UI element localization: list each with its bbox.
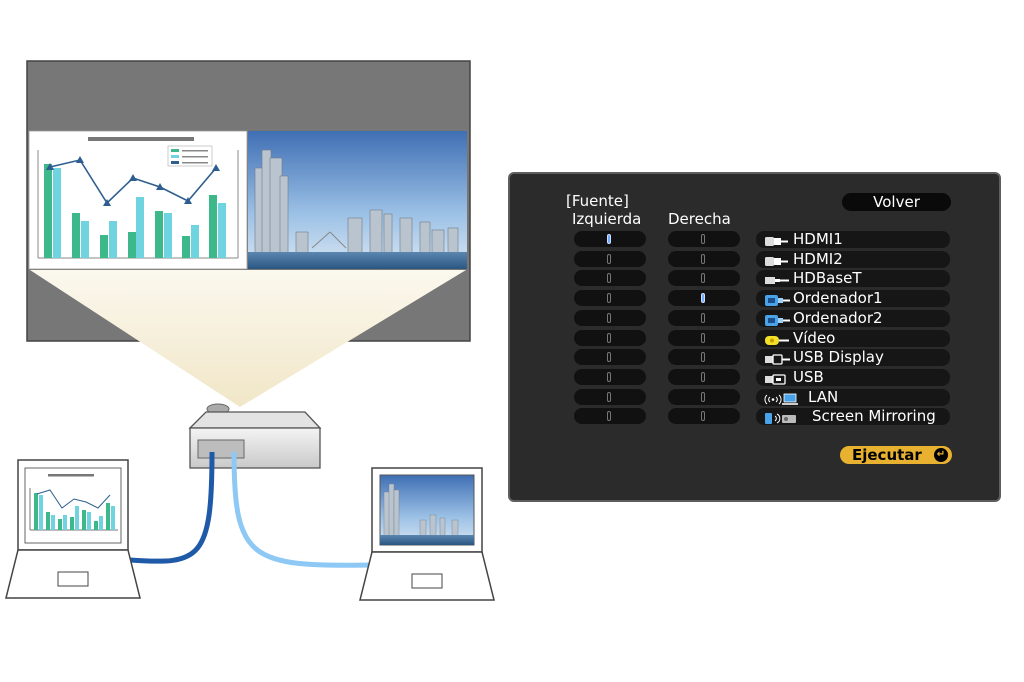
- slot-indicator: [701, 273, 705, 283]
- slot-indicator: [607, 352, 611, 362]
- computer-vga-icon: [764, 312, 804, 326]
- slot-indicator: [607, 313, 611, 323]
- projection-screen: [26, 60, 471, 407]
- source-label: USB Display: [793, 348, 884, 366]
- usb-icon: [764, 371, 804, 385]
- source-item[interactable]: USB: [756, 369, 950, 386]
- source-label: Vídeo: [793, 329, 836, 347]
- source-item[interactable]: USB Display: [756, 349, 950, 366]
- right-slot-8[interactable]: [668, 389, 740, 405]
- right-slot-9[interactable]: [668, 408, 740, 424]
- left-slot-7[interactable]: [574, 369, 646, 385]
- menu-title: [Fuente]: [566, 192, 629, 210]
- right-cable: [231, 451, 371, 568]
- left-column-header: Izquierda: [572, 210, 642, 228]
- source-item[interactable]: HDBaseT: [756, 270, 950, 287]
- right-slot-1[interactable]: [668, 251, 740, 267]
- source-label: Ordenador2: [793, 309, 883, 327]
- slot-indicator: [701, 392, 705, 402]
- right-slot-6[interactable]: [668, 349, 740, 365]
- back-button[interactable]: Volver: [842, 193, 951, 211]
- left-slot-1[interactable]: [574, 251, 646, 267]
- slot-indicator: [607, 234, 611, 244]
- right-slot-7[interactable]: [668, 369, 740, 385]
- left-slot-8[interactable]: [574, 389, 646, 405]
- source-label: LAN: [808, 388, 839, 406]
- source-label: HDMI2: [793, 250, 843, 268]
- slot-indicator: [607, 392, 611, 402]
- slot-indicator: [701, 352, 705, 362]
- slot-indicator: [607, 333, 611, 343]
- left-slot-5[interactable]: [574, 330, 646, 346]
- left-slot-0[interactable]: [574, 231, 646, 247]
- right-slot-4[interactable]: [668, 310, 740, 326]
- source-label: USB: [793, 368, 824, 386]
- left-laptop: [5, 459, 141, 599]
- slot-indicator: [701, 234, 705, 244]
- slot-indicator: [701, 333, 705, 343]
- source-item[interactable]: Ordenador1: [756, 290, 950, 307]
- source-item[interactable]: Ordenador2: [756, 310, 950, 327]
- source-item[interactable]: Screen Mirroring: [756, 408, 950, 425]
- source-item[interactable]: HDMI1: [756, 231, 950, 248]
- slot-indicator: [701, 293, 705, 303]
- enter-icon: ↵: [934, 448, 948, 462]
- slot-indicator: [607, 372, 611, 382]
- slot-indicator: [607, 273, 611, 283]
- slot-indicator: [701, 313, 705, 323]
- right-slot-0[interactable]: [668, 231, 740, 247]
- slot-indicator: [701, 372, 705, 382]
- source-label: HDMI1: [793, 230, 843, 248]
- source-label: Screen Mirroring: [812, 407, 936, 425]
- left-slot-3[interactable]: [574, 290, 646, 306]
- hdbaset-icon: [764, 272, 804, 285]
- source-label: Ordenador1: [793, 289, 883, 307]
- projection-illustration: [5, 60, 495, 601]
- source-item[interactable]: Vídeo: [756, 330, 950, 347]
- right-column-header: Derecha: [668, 210, 731, 228]
- source-label: HDBaseT: [793, 269, 862, 287]
- slot-indicator: [701, 254, 705, 264]
- left-slot-4[interactable]: [574, 310, 646, 326]
- slot-indicator: [607, 254, 611, 264]
- source-item[interactable]: LAN: [756, 389, 950, 406]
- slot-indicator: [607, 293, 611, 303]
- slot-indicator: [701, 411, 705, 421]
- hdmi-icon: [764, 233, 804, 246]
- left-slot-6[interactable]: [574, 349, 646, 365]
- left-cable: [129, 451, 215, 564]
- computer-vga-icon: [764, 292, 804, 306]
- left-slot-2[interactable]: [574, 270, 646, 286]
- light-beam: [30, 270, 466, 407]
- hdmi-icon: [764, 253, 804, 266]
- lan-wireless-icon: [764, 391, 804, 405]
- projected-chart-image: [28, 130, 248, 270]
- source-item[interactable]: HDMI2: [756, 251, 950, 268]
- right-slot-3[interactable]: [668, 290, 740, 306]
- right-laptop: [359, 467, 495, 601]
- right-slot-5[interactable]: [668, 330, 740, 346]
- left-slot-9[interactable]: [574, 408, 646, 424]
- screen-mirroring-icon: [764, 410, 804, 424]
- right-slot-2[interactable]: [668, 270, 740, 286]
- usb-display-icon: [764, 351, 804, 365]
- slot-indicator: [607, 411, 611, 421]
- execute-button[interactable]: Ejecutar ↵: [840, 446, 952, 464]
- projected-city-image: [248, 131, 467, 269]
- video-rca-icon: [764, 332, 804, 345]
- execute-label: Ejecutar: [852, 446, 922, 464]
